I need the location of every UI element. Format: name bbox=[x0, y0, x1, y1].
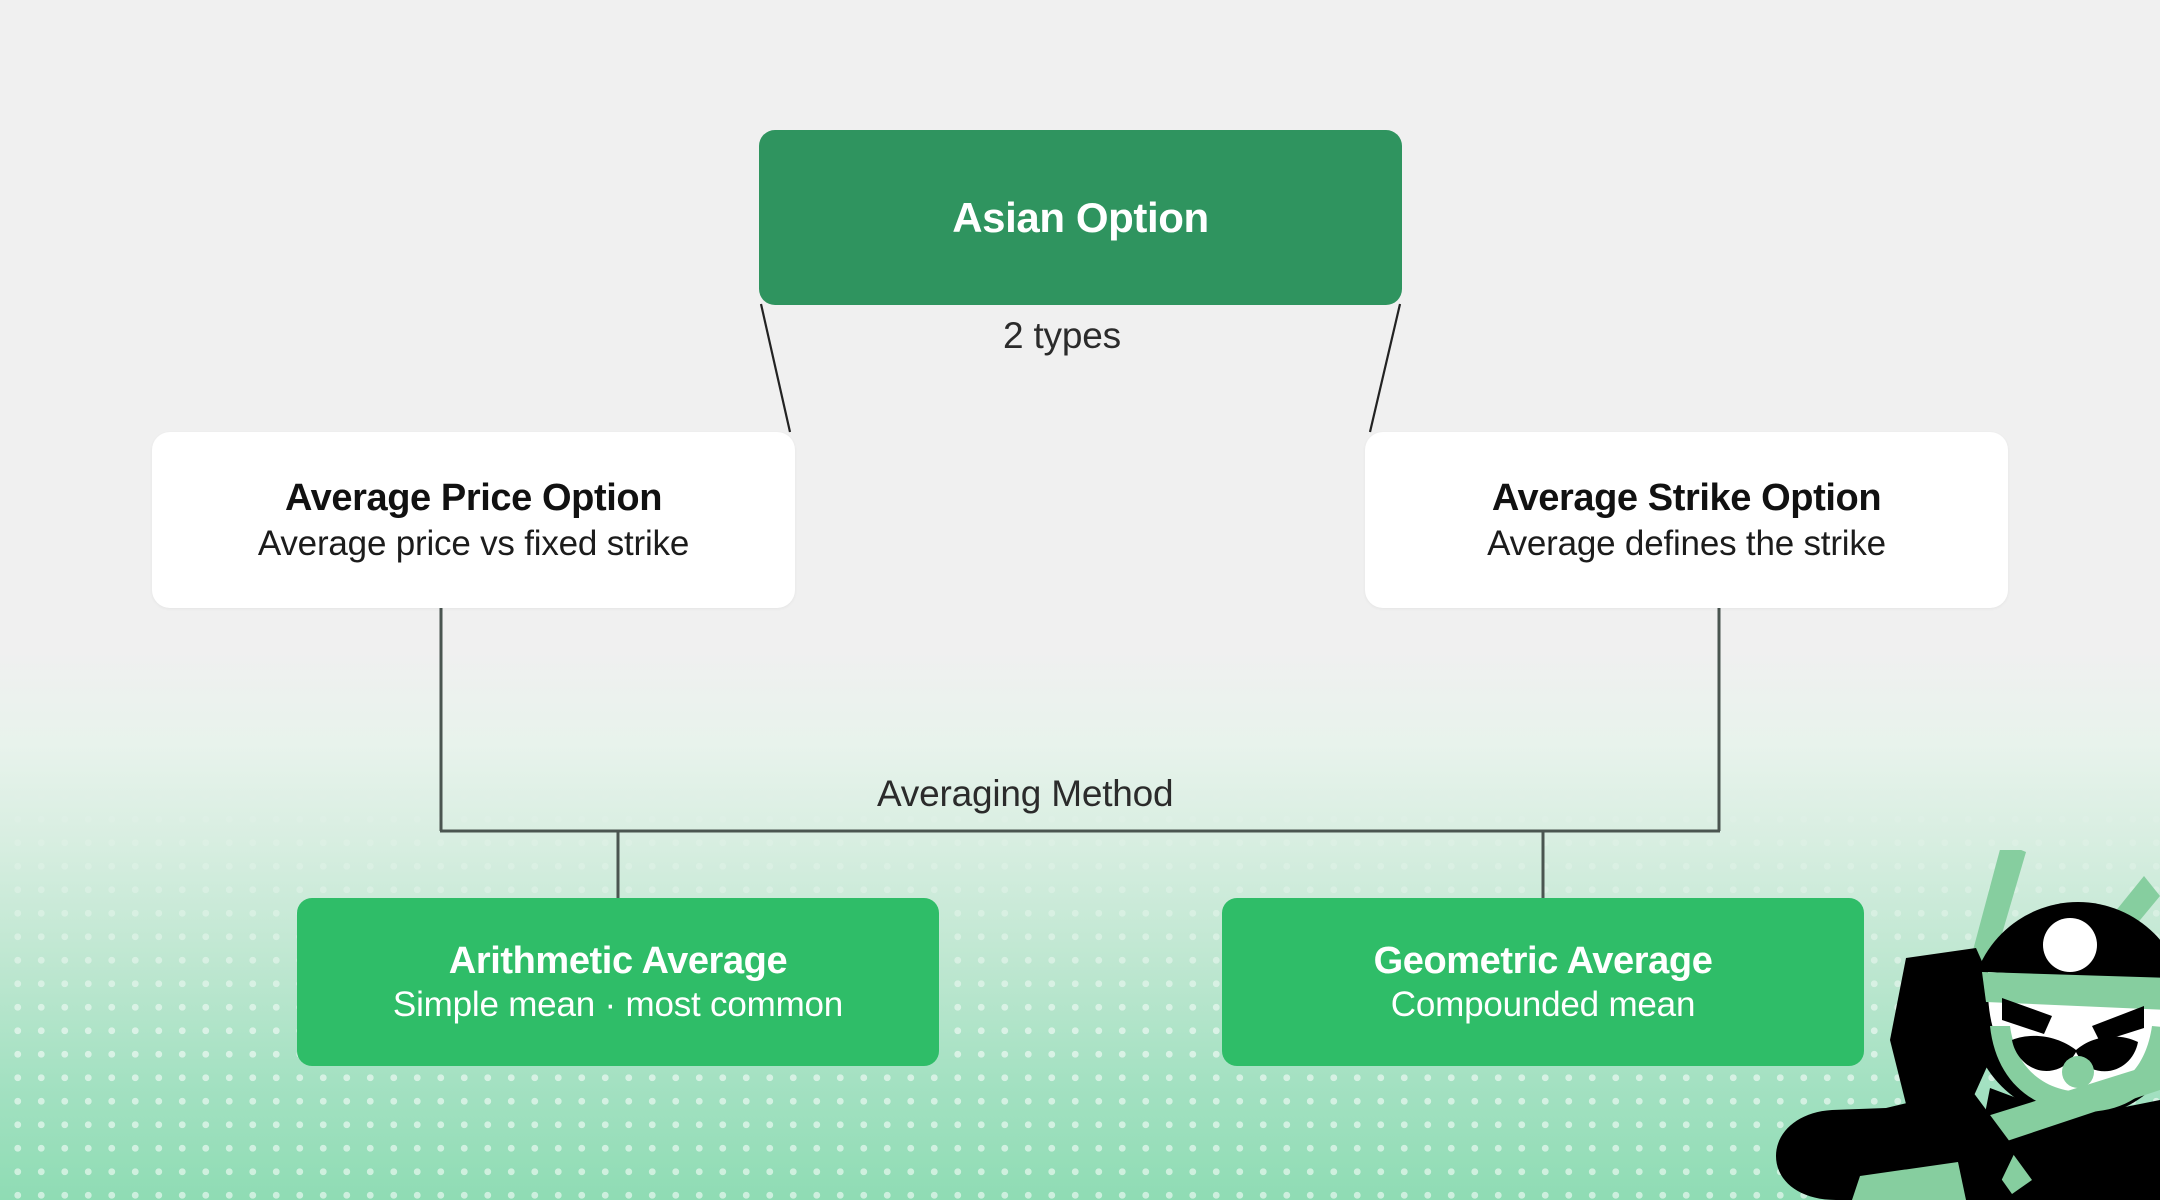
mascot-sash bbox=[1968, 1062, 2160, 1148]
mascot-chin bbox=[2062, 1056, 2094, 1088]
mascot-eye-right bbox=[2092, 1006, 2144, 1042]
edge-label-2-types: 2 types bbox=[1003, 315, 1121, 356]
node-average-strike-option-subtitle: Average defines the strike bbox=[1487, 523, 1886, 563]
mascot-helmet-horn-left bbox=[1972, 850, 2026, 968]
mascot-headband bbox=[1982, 972, 2160, 1010]
node-average-strike-option-title: Average Strike Option bbox=[1491, 476, 1882, 519]
node-geometric-average-title: Geometric Average bbox=[1373, 939, 1713, 982]
samurai-ninja-mascot-icon bbox=[1776, 850, 2160, 1200]
node-average-price-option[interactable]: Average Price Option Average price vs fi… bbox=[152, 432, 795, 608]
mascot-shoe-accent bbox=[1852, 1162, 1966, 1200]
node-asian-option-title: Asian Option bbox=[952, 193, 1209, 241]
node-average-strike-option[interactable]: Average Strike Option Average defines th… bbox=[1365, 432, 2008, 608]
mascot-helmet-crest bbox=[2043, 918, 2097, 972]
node-geometric-average-subtitle: Compounded mean bbox=[1390, 984, 1696, 1024]
node-average-price-option-title: Average Price Option bbox=[284, 476, 663, 519]
edge-root-to-average-strike bbox=[1368, 303, 1402, 433]
edge-root-to-average-price bbox=[759, 303, 792, 433]
mascot-cape bbox=[1890, 948, 2008, 1112]
node-arithmetic-average-title: Arithmetic Average bbox=[448, 939, 788, 982]
node-geometric-average[interactable]: Geometric Average Compounded mean bbox=[1222, 898, 1864, 1066]
node-asian-option[interactable]: Asian Option bbox=[759, 130, 1402, 305]
mascot-eye-left bbox=[2002, 998, 2052, 1034]
edge-label-averaging-method: Averaging Method bbox=[877, 773, 1174, 814]
node-arithmetic-average-subtitle: Simple mean · most common bbox=[392, 984, 844, 1024]
node-arithmetic-average[interactable]: Arithmetic Average Simple mean · most co… bbox=[297, 898, 939, 1066]
node-average-price-option-subtitle: Average price vs fixed strike bbox=[257, 523, 690, 563]
mascot-mustache bbox=[2012, 1035, 2138, 1072]
